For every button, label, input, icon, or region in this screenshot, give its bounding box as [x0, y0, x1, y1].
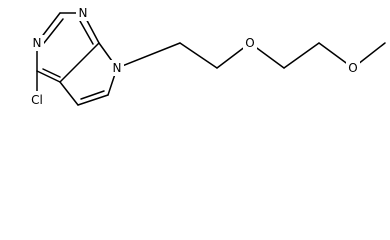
atom-cl: Cl [31, 93, 43, 107]
atom-o1: O [245, 36, 254, 50]
bond-c4-c4a [36, 70, 61, 83]
bond-c5-c6-inner [80, 90, 105, 100]
structure-diagram: N N N Cl O O [27, 5, 386, 107]
bond-ca-cb [179, 42, 218, 69]
atom-n1: N [79, 6, 88, 20]
atom-n3: N [33, 36, 42, 50]
bond-c4a-c7a [59, 42, 100, 83]
atom-n7: N [113, 61, 122, 75]
pyrimidine-ring [36, 12, 100, 83]
atom-labels: N N N Cl O O [27, 5, 360, 107]
atom-o2: O [348, 61, 357, 75]
bond-cc-cd [283, 42, 320, 69]
bond-c4-c4a-inner [42, 68, 61, 78]
bond-n7-ca [116, 42, 181, 69]
bond-c5-c6 [77, 94, 109, 106]
bond-c4a-c5 [59, 81, 79, 106]
molecule-drawing: N N N Cl O O [27, 5, 386, 107]
bond-c2-n3-inner [43, 18, 64, 44]
bond-n1-c7a-inner [79, 20, 94, 45]
